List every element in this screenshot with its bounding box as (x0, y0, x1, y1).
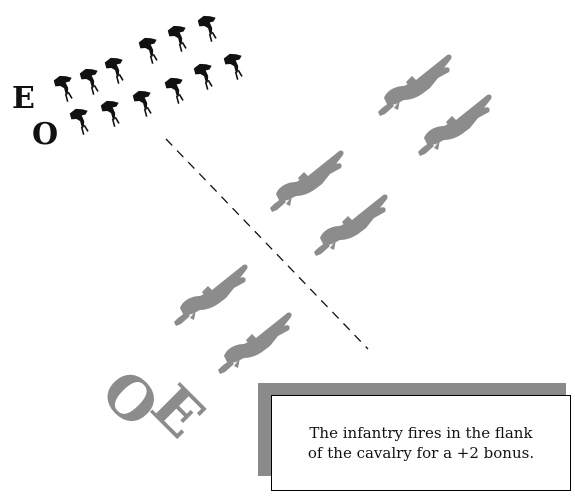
infantry-unit: E O (12, 13, 247, 152)
line-of-fire (166, 139, 368, 349)
caption-text: The infantry fires in the flank of the c… (301, 423, 541, 463)
infantry-label-top: E (12, 81, 35, 116)
caption-box: The infantry fires in the flank of the c… (271, 395, 571, 491)
infantry-label-bottom: O (32, 117, 58, 152)
infantry-rank-bottom (69, 51, 247, 137)
infantry-rank-top (53, 13, 221, 104)
